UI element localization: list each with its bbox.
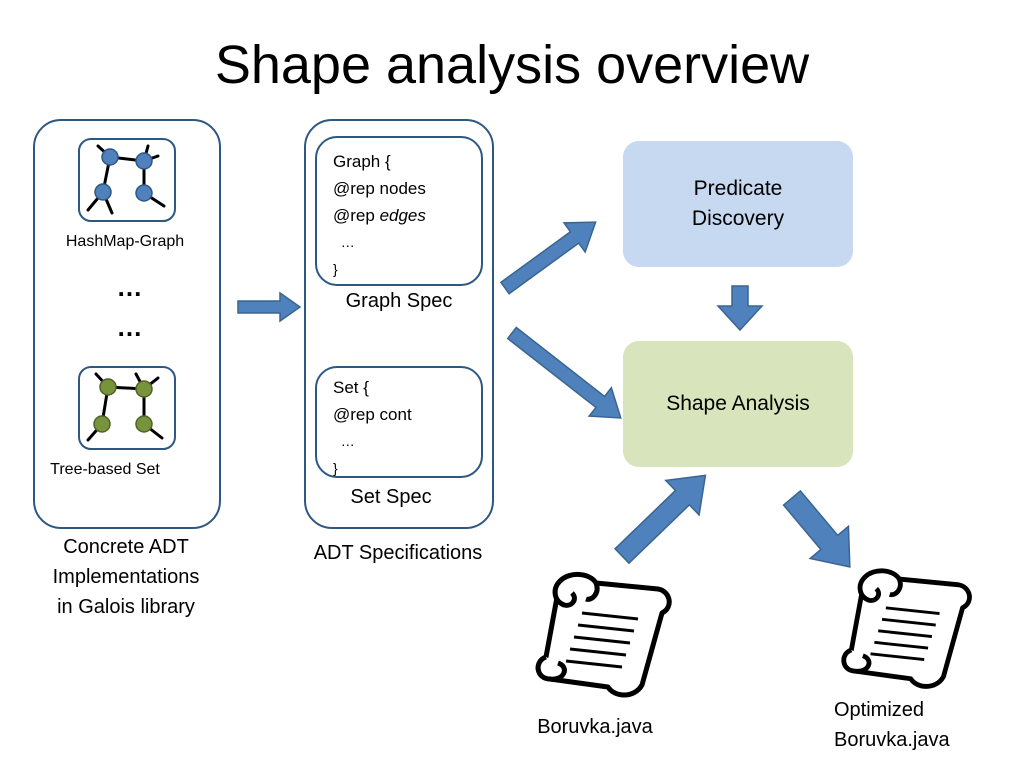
graph-spec-box: Graph { @rep nodes @rep edges … } — [315, 136, 483, 286]
graph-spec-caption: Graph Spec — [345, 290, 453, 312]
hashmap-graph-icon — [78, 138, 176, 222]
arrow-predicate-to-shape — [716, 285, 764, 332]
arrow-specs-to-predicate — [499, 221, 597, 295]
tree-set-icon — [78, 366, 176, 450]
hashmap-graph-label: HashMap-Graph — [65, 233, 185, 250]
implementations-caption: Concrete ADT Implementations in Galois l… — [52, 536, 200, 618]
output-file-label: Optimized Boruvka.java — [834, 699, 950, 751]
shape-analysis-box: Shape Analysis — [623, 341, 853, 467]
page-title: Shape analysis overview — [214, 35, 810, 95]
predicate-discovery-box: Predicate Discovery — [623, 141, 853, 267]
arrow-shape-to-output — [782, 489, 851, 568]
edges-italic: edges — [379, 206, 426, 225]
input-file-label: Boruvka.java — [537, 716, 653, 738]
specifications-caption: ADT Specifications — [313, 542, 483, 564]
tree-based-set-label: Tree-based Set — [50, 461, 160, 478]
arrow-specs-to-shape — [506, 326, 622, 419]
ellipsis-1: … — [116, 272, 144, 302]
arrow-input-to-shape — [613, 474, 707, 565]
arrow-impl-to-specs — [237, 291, 302, 323]
input-scroll-icon — [535, 572, 672, 698]
output-scroll-icon — [841, 568, 972, 689]
ellipsis-2: … — [116, 312, 144, 342]
set-spec-box: Set { @rep cont … } — [315, 366, 483, 478]
set-spec-caption: Set Spec — [350, 486, 432, 508]
